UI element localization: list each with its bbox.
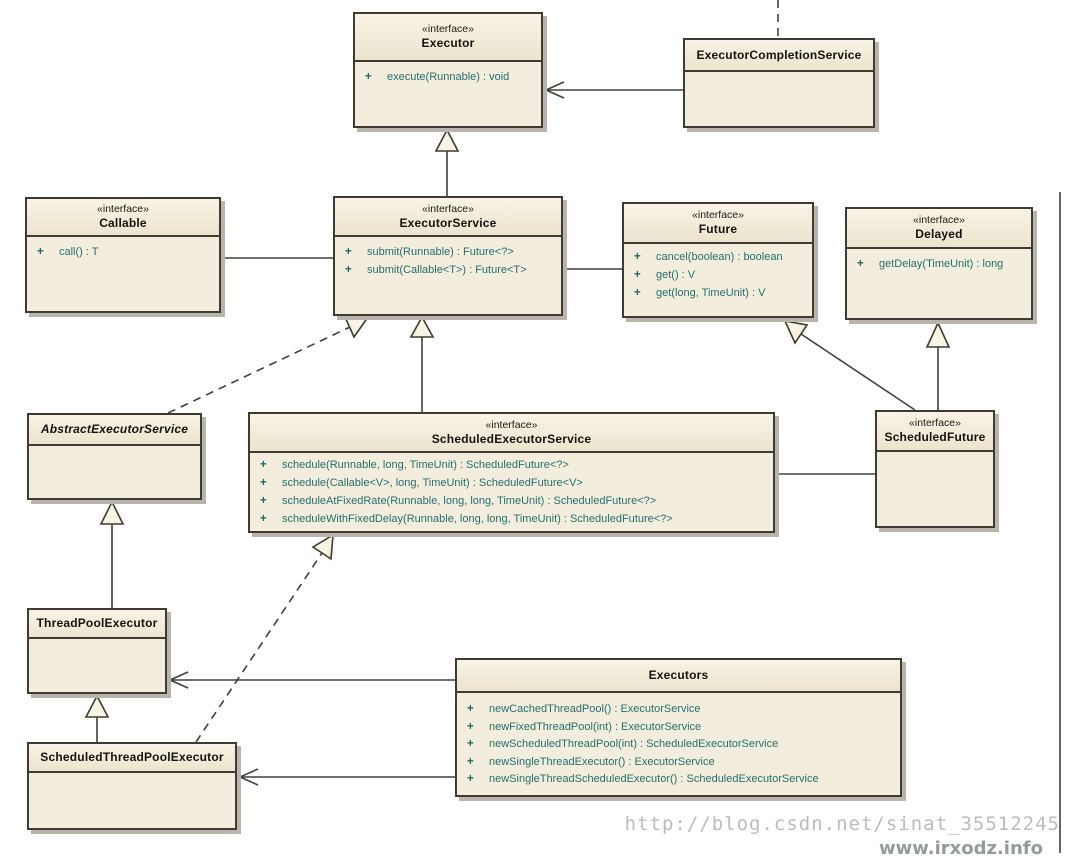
- class-name: Delayed: [915, 227, 963, 241]
- class-executor-service: «interface» ExecutorService +submit(Runn…: [333, 196, 563, 316]
- method-item: +get() : V: [634, 269, 696, 281]
- generalization-scheduledfuture-to-future: [800, 333, 916, 411]
- class-abstract-executor-service: AbstractExecutorService: [27, 413, 202, 500]
- methods-compartment: [685, 72, 873, 78]
- stereotype-label: «interface»: [97, 203, 149, 215]
- method-item: +schedule(Runnable, long, TimeUnit) : Sc…: [260, 459, 569, 471]
- class-header: ScheduledThreadPoolExecutor: [29, 744, 235, 773]
- generalization-arrowhead: [409, 315, 435, 338]
- method-item: +call() : T: [37, 246, 99, 258]
- method-item: +newScheduledThreadPool(int) : Scheduled…: [467, 738, 779, 750]
- methods-compartment: +submit(Runnable) : Future<?> +submit(Ca…: [335, 237, 561, 279]
- generalization-arrowhead: [434, 128, 460, 152]
- class-name: AbstractExecutorService: [40, 422, 189, 436]
- class-header: AbstractExecutorService: [29, 415, 200, 446]
- realization-arrowhead: [311, 533, 334, 561]
- methods-compartment: [29, 773, 235, 779]
- method-item: +scheduleWithFixedDelay(Runnable, long, …: [260, 513, 673, 525]
- class-scheduled-thread-pool-executor: ScheduledThreadPoolExecutor: [27, 742, 237, 830]
- class-header: «interface» ScheduledExecutorService: [250, 414, 773, 453]
- stereotype-label: «interface»: [692, 209, 744, 221]
- watermark-url: http://blog.csdn.net/sinat_35512245: [624, 813, 1060, 835]
- method-item: +newSingleThreadExecutor() : ExecutorSer…: [467, 755, 715, 768]
- stereotype-label: «interface»: [909, 417, 961, 429]
- open-arrowhead: [238, 768, 259, 786]
- class-future: «interface» Future +cancel(boolean) : bo…: [622, 202, 814, 318]
- generalization-arrowhead: [925, 321, 951, 348]
- class-executors: Executors +newCachedThreadPool() : Execu…: [455, 658, 902, 797]
- class-callable: «interface» Callable +call() : T: [25, 197, 221, 313]
- class-name: Callable: [99, 216, 147, 230]
- method-item: +schedule(Callable<V>, long, TimeUnit) :…: [260, 477, 583, 489]
- class-header: «interface» Delayed: [847, 209, 1031, 249]
- method-item: +execute(Runnable) : void: [365, 71, 510, 83]
- class-scheduled-future: «interface» ScheduledFuture: [875, 410, 995, 528]
- realization-aes-to-executorservice: [167, 326, 351, 414]
- class-name: ExecutorService: [399, 215, 497, 230]
- class-header: «interface» Executor: [355, 14, 541, 62]
- stereotype-label: «interface»: [422, 23, 474, 35]
- methods-compartment: +getDelay(TimeUnit) : long: [847, 249, 1031, 273]
- methods-compartment: [29, 639, 165, 645]
- class-name: Future: [698, 222, 738, 236]
- method-item: +scheduleAtFixedRate(Runnable, long, lon…: [260, 495, 657, 507]
- class-executor-completion-service: ExecutorCompletionService: [683, 38, 875, 128]
- method-item: +submit(Callable<T>) : Future<T>: [345, 264, 527, 276]
- watermark-site: www.irxodz.info: [879, 838, 1043, 859]
- class-name: Executors: [648, 668, 709, 682]
- class-header: ExecutorCompletionService: [685, 40, 873, 72]
- realization-stpe-to-ses: [195, 552, 323, 743]
- class-name: ScheduledExecutorService: [431, 431, 592, 446]
- methods-compartment: +call() : T: [27, 237, 219, 261]
- methods-compartment: +cancel(boolean) : boolean +get() : V +g…: [624, 244, 812, 302]
- method-item: +cancel(boolean) : boolean: [634, 251, 783, 263]
- method-item: +get(long, TimeUnit) : V: [634, 287, 766, 299]
- class-name: ScheduledFuture: [884, 430, 986, 444]
- class-header: «interface» ScheduledFuture: [877, 412, 993, 452]
- class-name: Executor: [421, 36, 475, 50]
- generalization-arrowhead: [84, 694, 110, 718]
- class-executor: «interface» Executor +execute(Runnable) …: [353, 12, 543, 128]
- class-scheduled-executor-service: «interface» ScheduledExecutorService +sc…: [248, 412, 775, 533]
- stereotype-label: «interface»: [422, 202, 474, 215]
- methods-compartment: +execute(Runnable) : void: [355, 62, 541, 86]
- method-item: +submit(Runnable) : Future<?>: [345, 246, 514, 258]
- class-delayed: «interface» Delayed +getDelay(TimeUnit) …: [845, 207, 1033, 320]
- method-item: +newCachedThreadPool() : ExecutorService: [467, 703, 701, 715]
- class-thread-pool-executor: ThreadPoolExecutor: [27, 608, 167, 694]
- class-header: «interface» Future: [624, 204, 812, 244]
- method-item: +newFixedThreadPool(int) : ExecutorServi…: [467, 720, 702, 733]
- class-name: ScheduledThreadPoolExecutor: [40, 750, 224, 764]
- open-arrowhead: [168, 671, 189, 689]
- method-item: +getDelay(TimeUnit) : long: [857, 258, 1004, 270]
- class-header: «interface» ExecutorService: [335, 198, 561, 237]
- generalization-arrowhead: [783, 319, 809, 345]
- stereotype-label: «interface»: [913, 214, 965, 226]
- open-arrowhead: [544, 81, 565, 99]
- method-item: +newSingleThreadScheduledExecutor() : Sc…: [467, 773, 819, 785]
- class-name: ExecutorCompletionService: [696, 47, 862, 62]
- generalization-arrowhead: [99, 500, 125, 525]
- methods-compartment: [877, 452, 993, 458]
- class-header: «interface» Callable: [27, 199, 219, 237]
- realization-arrowhead: [343, 316, 370, 339]
- methods-compartment: +newCachedThreadPool() : ExecutorService…: [457, 693, 900, 789]
- class-header: ThreadPoolExecutor: [29, 610, 165, 639]
- stereotype-label: «interface»: [485, 418, 538, 431]
- methods-compartment: [29, 446, 200, 452]
- methods-compartment: +schedule(Runnable, long, TimeUnit) : Sc…: [250, 453, 773, 528]
- class-name: ThreadPoolExecutor: [36, 616, 158, 630]
- class-header: Executors: [457, 660, 900, 693]
